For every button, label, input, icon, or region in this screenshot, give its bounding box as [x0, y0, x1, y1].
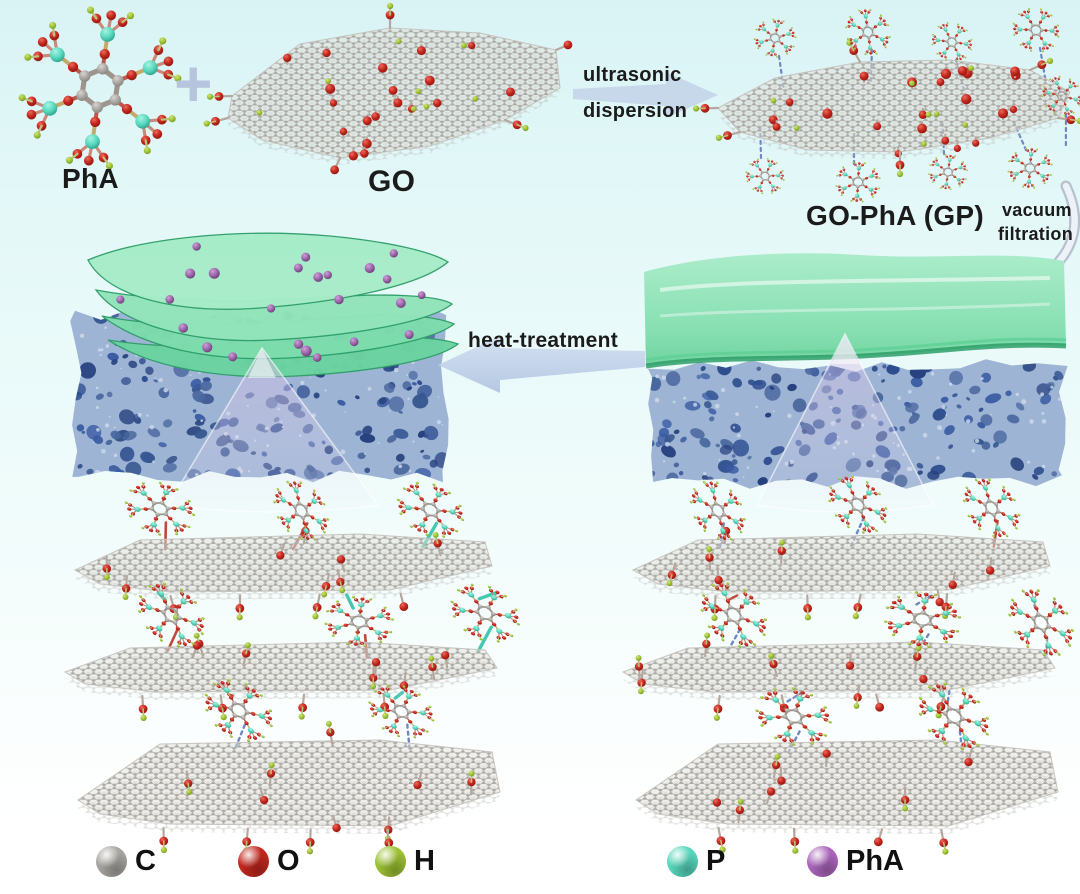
legend-item-phosphorus: P [667, 845, 725, 878]
pha-molecule-small [1012, 7, 1060, 53]
pha-molecule-interlayer [450, 583, 520, 643]
ultrasonic-dispersion-label-line2: dispersion [583, 100, 688, 122]
go-pha-assembly [692, 7, 1080, 203]
pha-molecule-small [1007, 147, 1053, 189]
pha-molecule-interlayer [883, 591, 962, 648]
legend-item-carbon: C [96, 845, 156, 878]
go-pha-gp-label: GO-PhA (GP) [806, 200, 985, 231]
pha-molecule-interlayer [828, 475, 888, 534]
pha-molecule-interlayer [755, 687, 832, 746]
go-label: GO [368, 165, 416, 198]
legend-item-hydrogen: H [375, 845, 435, 878]
pha-molecule-interlayer [700, 582, 767, 648]
phosphorus-atom-icon [667, 846, 698, 877]
pha-molecule-interlayer [324, 596, 394, 648]
legend-item-pha: PhA [807, 845, 904, 878]
pha-molecule-interlayer [396, 481, 465, 538]
legend-label-pha: PhA [846, 845, 904, 877]
pha-molecule-small [931, 21, 973, 63]
pha-molecule-interlayer [124, 481, 196, 536]
magnifier-cone-right [755, 332, 935, 513]
pha-molecule-small [928, 153, 968, 191]
ultrasonic-dispersion-label-line1: ultrasonic [583, 64, 682, 86]
hydrogen-atom-icon [375, 846, 406, 877]
legend-label-hydrogen: H [414, 845, 435, 877]
magnified-structure-heat-treated [63, 480, 520, 855]
pha-molecule-small [745, 157, 785, 195]
legend-label-phosphorus: P [706, 845, 726, 877]
pha-molecule-icon [807, 846, 838, 877]
go-pha-sheet [692, 39, 1080, 178]
oxygen-atom-icon [238, 846, 269, 877]
pha-molecule-small [835, 161, 881, 203]
legend-label-carbon: C [135, 845, 156, 877]
pha-molecule-small [845, 8, 891, 56]
heat-treatment-label: heat-treatment [468, 329, 619, 352]
magnified-structure-gp [621, 475, 1074, 855]
layered-gp-membrane [87, 232, 460, 378]
pha-molecule-large [18, 6, 182, 170]
legend-item-oxygen: O [238, 845, 300, 878]
pha-molecule-small [753, 18, 797, 58]
vacuum-filtration-label-line1: vacuum [1002, 200, 1072, 220]
pha-molecule-interlayer [1008, 588, 1074, 657]
pha-molecule-interlayer [689, 480, 746, 541]
legend-label-oxygen: O [277, 845, 300, 877]
pha-molecule-interlayer [368, 684, 435, 739]
pha-molecule-interlayer [273, 480, 330, 541]
pha-label: PhA [62, 163, 119, 194]
gp-membrane [644, 253, 1067, 369]
pha-molecule-interlayer [918, 682, 989, 750]
plus-sign: + [174, 46, 213, 120]
pha-molecule-interlayer [962, 478, 1021, 538]
pha-molecule-interlayer [138, 582, 205, 648]
heat-treatment-arrow [438, 336, 645, 393]
go-sheet [203, 2, 573, 175]
pha-molecule-interlayer [204, 678, 273, 742]
carbon-atom-icon [96, 846, 127, 877]
ultrasonic-dispersion-arrow [573, 72, 718, 118]
vacuum-filtration-label-line2: filtration [998, 224, 1073, 244]
pha-molecule-small [1041, 75, 1080, 117]
